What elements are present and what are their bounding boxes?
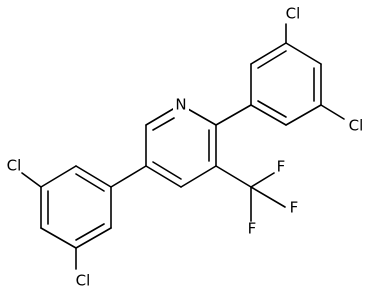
bond-ar1-b xyxy=(250,42,287,65)
bond-cf3-f-right xyxy=(250,186,286,208)
bond-cf3-f-top xyxy=(250,172,275,188)
bond-c3-cf3 xyxy=(215,165,252,188)
chlorine-bottom-label: Cl xyxy=(76,272,91,290)
lower-left-dichlorophenyl xyxy=(21,165,147,270)
bond-c4-c5 xyxy=(145,165,182,188)
chlorine-left-label: Cl xyxy=(7,157,22,175)
bond-c4-c5-inner xyxy=(152,161,182,180)
bond-cl-right xyxy=(320,104,345,120)
nitrogen-atom-label: N xyxy=(175,96,186,114)
bond-ar2-b xyxy=(40,165,77,188)
bond-ar2-d xyxy=(40,227,77,249)
bond-c6-n1 xyxy=(145,108,174,126)
fluorine-bottom-label: F xyxy=(248,220,257,238)
chlorine-right-label: Cl xyxy=(349,117,364,135)
chlorine-top-label: Cl xyxy=(286,5,301,23)
bond-c2-aryl xyxy=(215,104,252,126)
bond-c3-c4 xyxy=(180,165,217,188)
fluorine-right-label: F xyxy=(290,199,299,217)
upper-right-dichlorophenyl xyxy=(215,23,345,126)
bond-ar2-e xyxy=(75,227,112,249)
bond-ar1-e xyxy=(285,104,322,126)
atom-labels: N Cl Cl Cl Cl F F F xyxy=(7,5,364,290)
bond-ar1-c xyxy=(285,42,322,65)
bond-cl-left xyxy=(21,172,42,188)
n1-label-bg xyxy=(173,96,189,114)
bond-c5-aryl xyxy=(110,165,147,188)
bond-ar2-e-inner xyxy=(75,223,105,241)
bond-ar1-b-inner xyxy=(257,50,287,69)
pyridine-ring xyxy=(145,104,217,188)
trifluoromethyl-group xyxy=(215,165,286,222)
bond-c6-n1-inner xyxy=(152,117,175,131)
bond-ar2-a xyxy=(75,165,112,188)
bond-ar2-a-inner xyxy=(75,173,105,192)
fluorine-top-label: F xyxy=(277,158,286,176)
bond-ar1-f xyxy=(250,104,287,126)
bond-ar1-f-inner xyxy=(257,100,287,118)
